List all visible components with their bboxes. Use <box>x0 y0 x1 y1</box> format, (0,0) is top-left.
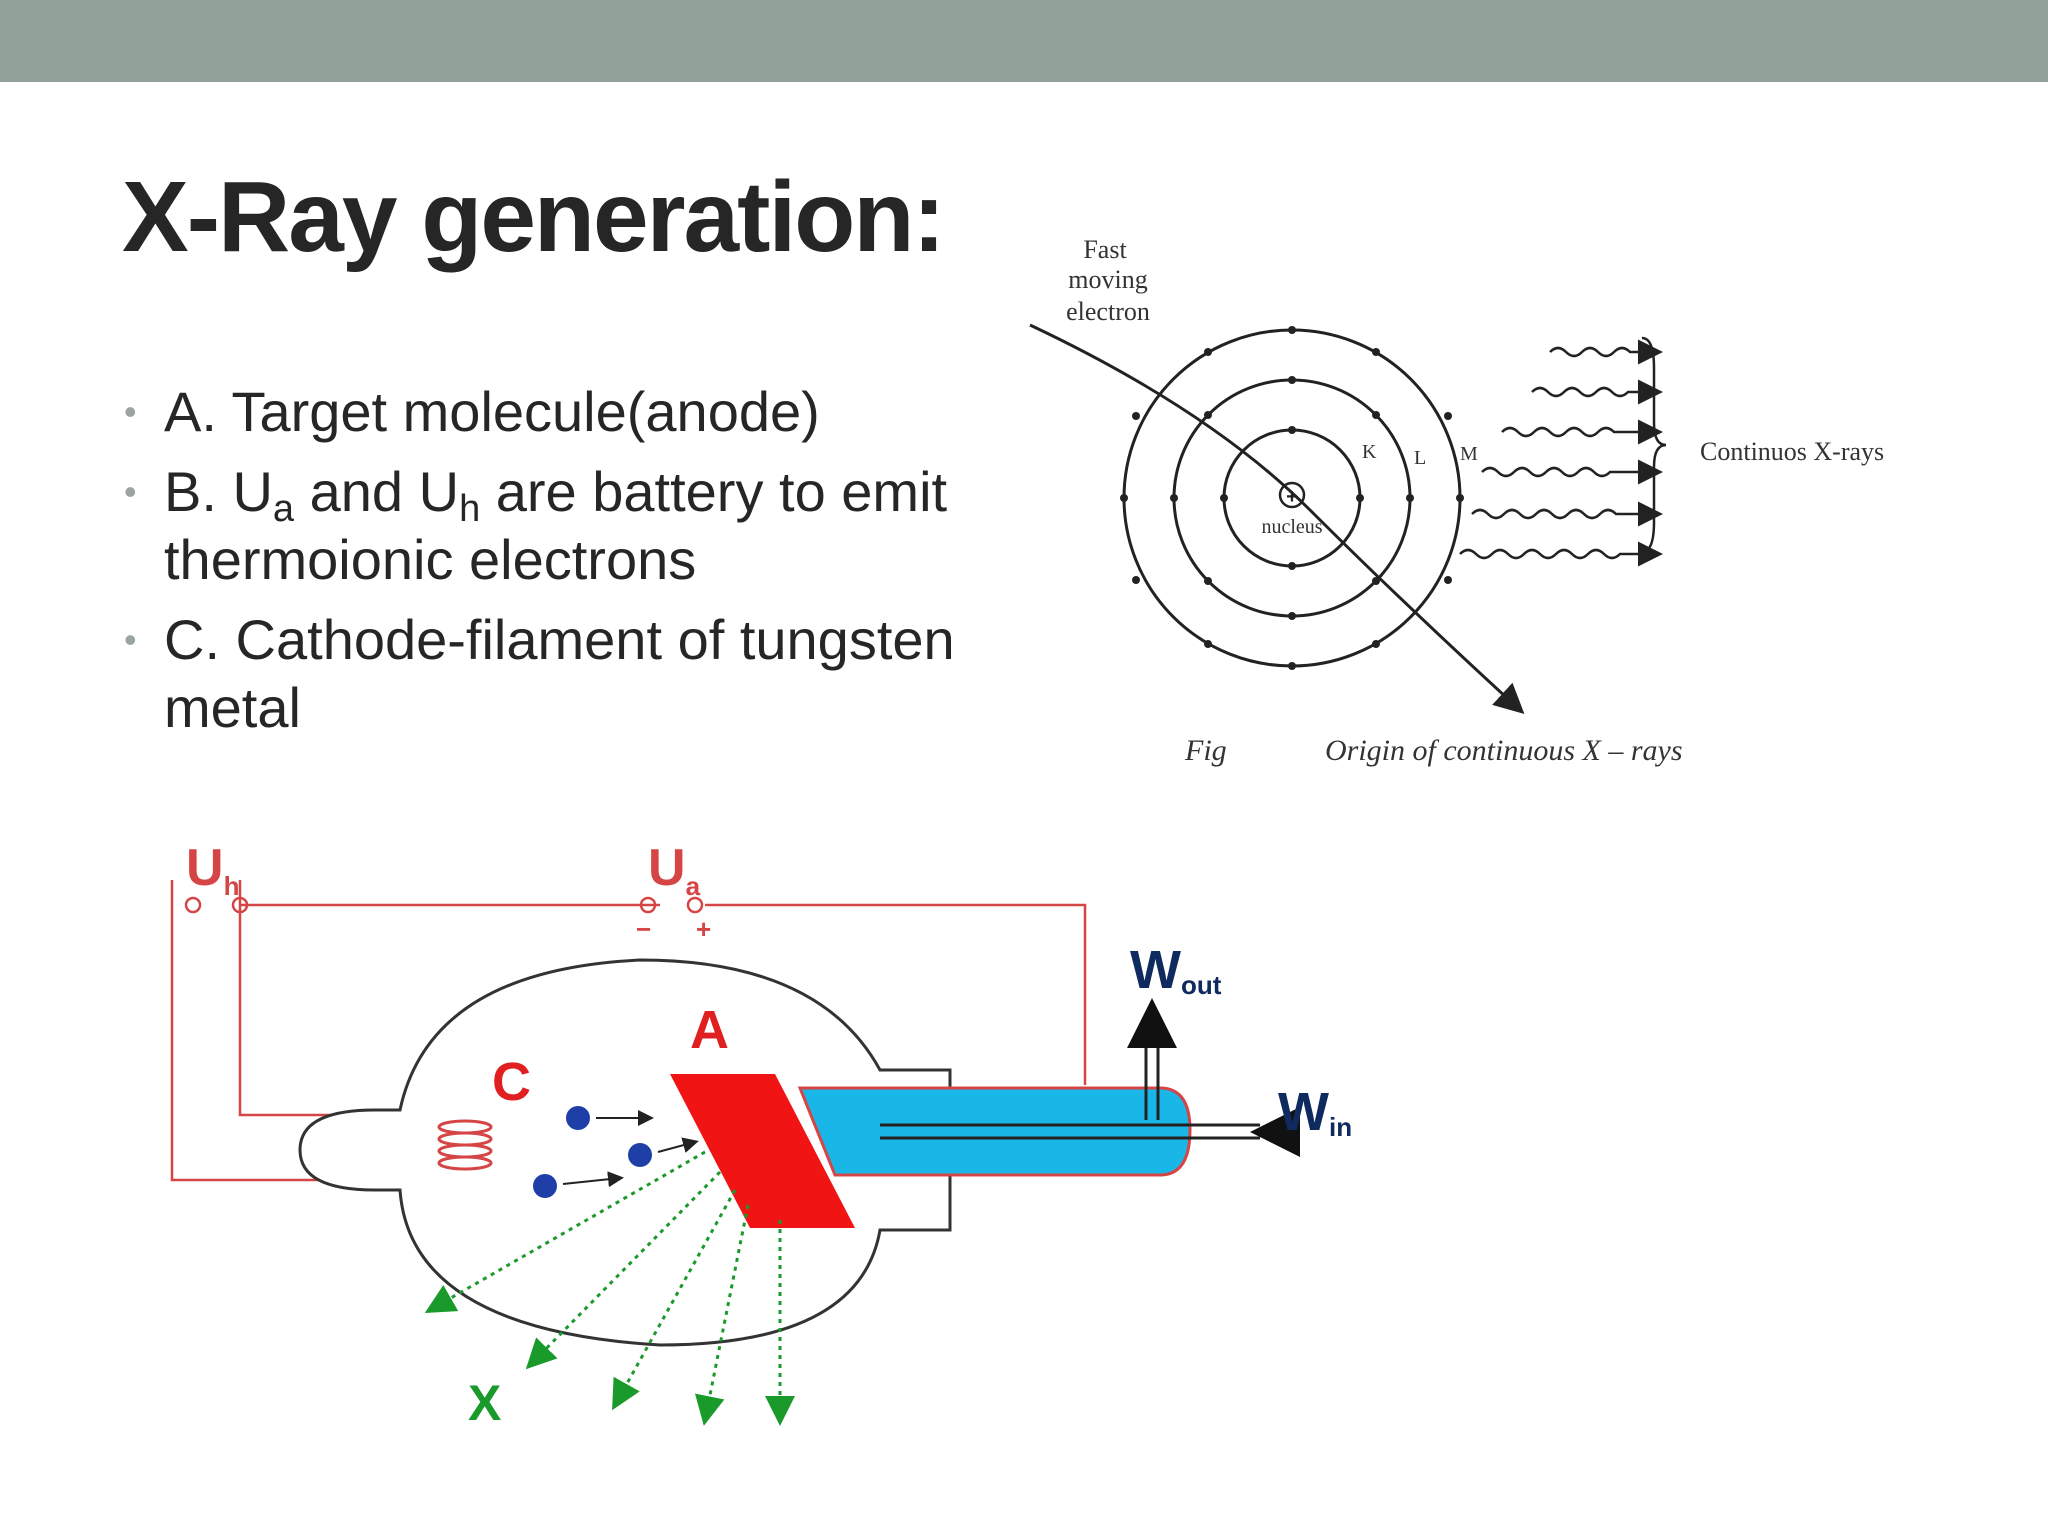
bullet-dot-icon: • <box>124 619 137 660</box>
svg-text:+: + <box>1286 486 1298 508</box>
header-band <box>0 0 2048 82</box>
ray-brace <box>1641 336 1667 554</box>
svg-text:moving: moving <box>1068 265 1147 294</box>
svg-text:Fast: Fast <box>1083 235 1127 264</box>
electron-label: Fast moving electron <box>1066 235 1150 326</box>
orbit-electrons <box>1120 326 1464 670</box>
bullet-list: •A. Target molecule(anode) •B. Ua and Uh… <box>120 378 1000 754</box>
nucleus-icon <box>1278 481 1306 509</box>
shell-label-l: L <box>1414 447 1426 469</box>
uh-label: Uh <box>186 839 239 901</box>
bullet-item: •C. Cathode-filament of tungsten metal <box>124 608 955 739</box>
bullet-item: •B. Ua and Uh are battery to emit thermo… <box>124 460 948 591</box>
cathode-label: C <box>492 1052 531 1112</box>
cathode-filament <box>437 1119 493 1171</box>
shell-label-k: K <box>1362 441 1377 463</box>
svg-text:electron: electron <box>1066 297 1150 326</box>
wout-label: Wout <box>1130 940 1222 1000</box>
minus-sign: − <box>636 914 651 944</box>
electrons <box>533 1106 652 1198</box>
anode-label: A <box>690 1000 729 1060</box>
tube-envelope <box>298 958 952 1347</box>
terminals <box>184 896 704 914</box>
ua-label: Ua <box>648 839 701 901</box>
coolant-channel <box>797 1086 1192 1177</box>
xray-arrows <box>424 1150 795 1426</box>
caption-text: Origin of continuous X – rays <box>1325 734 1683 767</box>
bullet-dot-icon: • <box>124 471 137 512</box>
caption-fig: Fig <box>1184 734 1227 767</box>
shell-label-m: M <box>1460 443 1478 465</box>
plus-sign: + <box>696 914 711 944</box>
bullet-dot-icon: • <box>124 391 137 432</box>
anode-target <box>670 1074 855 1228</box>
xray-wave-arrows <box>1459 339 1663 567</box>
slide-title: X-Ray generation: <box>122 161 946 273</box>
electron-arrows <box>562 1110 699 1188</box>
atom-diagram: Fast moving electron + nucleus K L M Con… <box>1029 235 1884 767</box>
electron-path <box>1029 323 1525 715</box>
xray-tube-diagram: Uh Ua − + Wout Win A C X <box>170 839 1352 1431</box>
nucleus-label: nucleus <box>1261 516 1322 538</box>
xray-label: X <box>468 1375 501 1431</box>
rays-label: Continuos X-rays <box>1700 437 1884 466</box>
bullet-item: •A. Target molecule(anode) <box>120 378 1000 446</box>
win-label: Win <box>1278 1082 1352 1142</box>
